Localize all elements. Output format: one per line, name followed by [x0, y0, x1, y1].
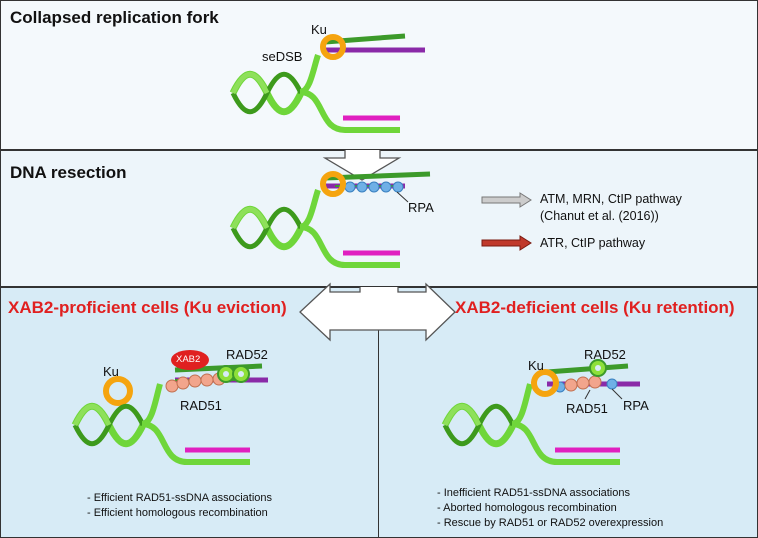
- deficient-ku-label: Ku: [528, 358, 544, 373]
- proficient-rad52-label: RAD52: [226, 347, 268, 362]
- deficient-rpa-label: RPA: [623, 398, 649, 413]
- split-arrow-icon: [299, 282, 456, 342]
- rpa-label: RPA: [408, 200, 434, 215]
- fork-title: Collapsed replication fork: [10, 8, 219, 27]
- note-line: - Efficient RAD51-ssDNA associations: [87, 492, 273, 504]
- note-line: - Aborted homologous recombination: [437, 502, 617, 514]
- resection-diagram: [233, 171, 532, 268]
- ku-label: Ku: [311, 22, 327, 37]
- fork-diagram: [233, 33, 425, 133]
- ku-ring-icon: [320, 34, 346, 60]
- fork-panel: [0, 0, 758, 150]
- proficient-notes: - Efficient RAD51-ssDNA associations - E…: [87, 491, 272, 521]
- deficient-diagram: [445, 359, 640, 465]
- deficient-rad51-label: RAD51: [566, 401, 608, 416]
- proficient-title: XAB2-proficient cells (Ku eviction): [8, 298, 287, 317]
- note-line: - Rescue by RAD51 or RAD52 overexpressio…: [437, 517, 664, 529]
- sedsb-label: seDSB: [262, 49, 303, 64]
- deficient-title: XAB2-deficient cells (Ku retention): [455, 298, 735, 317]
- legend-gray-line1: ATM, MRN, CtIP pathway: [540, 192, 682, 206]
- legend-gray-line2: (Chanut et al. (2016)): [540, 209, 659, 223]
- xab2-label: XAB2: [176, 354, 201, 365]
- deficient-rad52-label: RAD52: [584, 347, 626, 362]
- red-arrow-icon: [481, 235, 532, 251]
- deficient-notes: - Inefficient RAD51-ssDNA associations -…: [437, 486, 663, 531]
- proficient-ku-label: Ku: [103, 364, 119, 379]
- note-line: - Inefficient RAD51-ssDNA associations: [437, 487, 630, 499]
- resection-title: DNA resection: [10, 163, 127, 182]
- gray-arrow-icon: [481, 192, 532, 208]
- proficient-diagram: [75, 350, 268, 465]
- note-line: - Efficient homologous recombination: [87, 507, 268, 519]
- deficient-panel: [378, 287, 758, 538]
- down-arrow-icon: [322, 150, 402, 181]
- proficient-rad51-label: RAD51: [180, 398, 222, 413]
- legend-red-line1: ATR, CtIP pathway: [540, 236, 646, 250]
